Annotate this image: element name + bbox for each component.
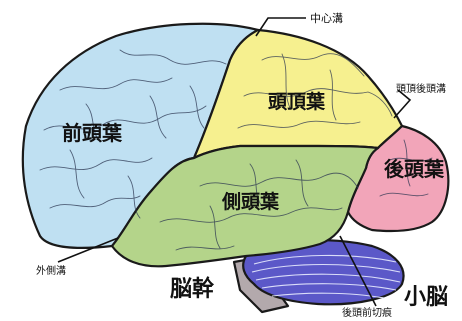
frontal-lobe-label: 前頭葉 (62, 121, 123, 145)
parieto-occipital-sulcus-label: 頭頂後頭溝 (396, 82, 446, 95)
temporal-lobe-label: 側頭葉 (221, 191, 280, 213)
central-sulcus-label: 中心溝 (310, 12, 343, 25)
lateral-sulcus-label: 外側溝 (36, 264, 66, 277)
cerebellum-label: 小脳 (404, 285, 448, 310)
occipital-lobe-label: 後頭葉 (384, 157, 445, 181)
preoccipital-notch-label: 後頭前切痕 (342, 306, 392, 319)
brainstem-label: 脳幹 (170, 276, 215, 302)
parietal-lobe-label: 頭頂葉 (268, 91, 326, 113)
